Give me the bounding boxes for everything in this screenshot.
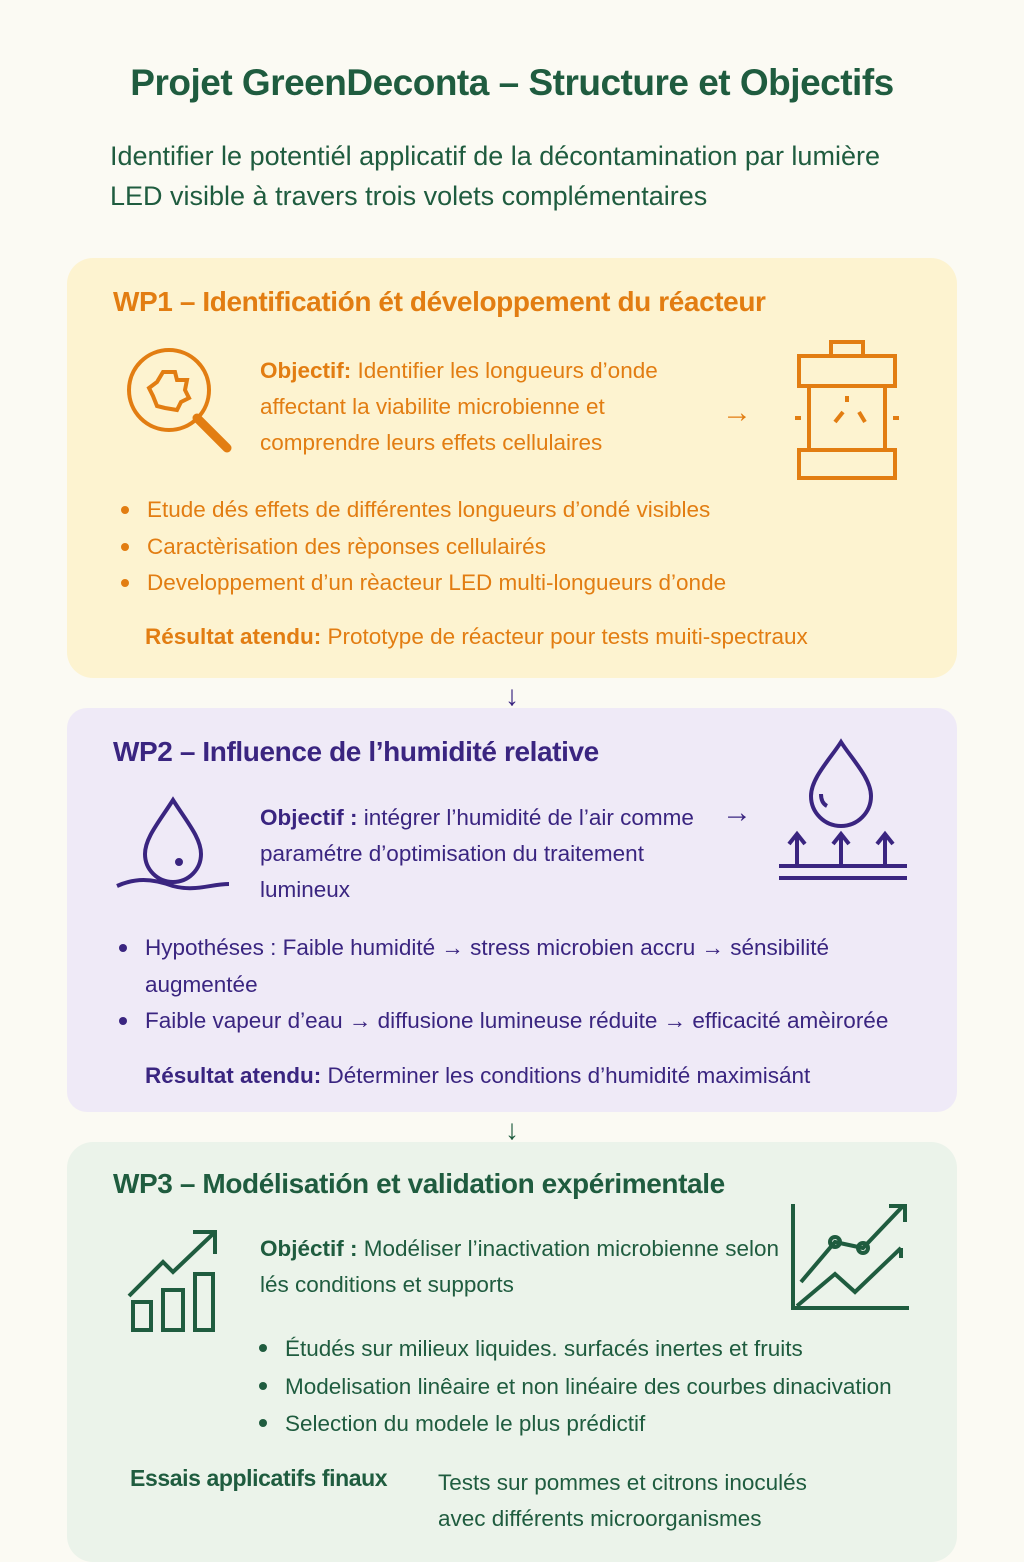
- wp2-card: WP2 – Influence de l’humidité relative O…: [67, 708, 957, 1112]
- wp1-objective: Objectif: Identifier les longueurs d’ond…: [260, 358, 658, 455]
- list-item: Selection du modele le plus prédictif: [255, 1405, 892, 1443]
- wp3-title: WP3 – Modélisatión et validation expérim…: [113, 1168, 725, 1199]
- page-subtitle: Identifier le potentiél applicatif de la…: [110, 141, 880, 211]
- wp1-expected-result: Résultat atendu: Prototype de réacteur p…: [145, 624, 808, 649]
- wp2-bullet-list: Hypothéses : Faible humidité → stress mi…: [115, 930, 935, 1040]
- wp1-bullet-list: Etude dés effets de différentes longueur…: [117, 492, 726, 602]
- list-item: Hypothéses : Faible humidité → stress mi…: [115, 930, 935, 1003]
- list-item: Developpement d’un rèacteur LED multi-lo…: [117, 565, 726, 602]
- list-item: Etude dés effets de différentes longueur…: [117, 492, 726, 529]
- evaporation-icon: [779, 738, 907, 880]
- bar-chart-growth-icon: [127, 1230, 217, 1332]
- page-title: Projet GreenDeconta – Structure et Objec…: [130, 62, 894, 103]
- water-drop-icon: [116, 796, 230, 891]
- down-arrow-wp2-wp3: ↓: [505, 1114, 519, 1145]
- list-item: Modelisation linêaire et non linéaire de…: [255, 1368, 892, 1406]
- wp2-objective: Objectif : intégrer l’humidité de l’air …: [260, 805, 694, 902]
- list-item: Caractèrisation des rèponses cellulairés: [117, 529, 726, 566]
- list-item: Faible vapeur d’eau → diffusione lumineu…: [115, 1003, 935, 1040]
- wp3-card: WP3 – Modélisatión et validation expérim…: [67, 1142, 957, 1562]
- magnifier-microbe-icon: [127, 348, 232, 453]
- led-reactor-icon: [795, 340, 899, 480]
- wp3-bullet-list: Étudés sur milieux liquides. surfacés in…: [255, 1330, 892, 1443]
- wp1-title: WP1 – Identificatión ét développement du…: [113, 286, 766, 317]
- wp2-expected-result: Résultat atendu: Déterminer les conditio…: [145, 1063, 811, 1088]
- wp3-objective: Objéctif : Modéliser l’inactivation micr…: [260, 1236, 779, 1297]
- wp1-right-arrow: →: [722, 396, 752, 429]
- list-item: Étudés sur milieux liquides. surfacés in…: [255, 1330, 892, 1368]
- wp3-final-trials-text: Tests sur pommes et citrons inoculés ave…: [438, 1470, 807, 1531]
- wp1-card: WP1 – Identificatión ét développement du…: [67, 258, 957, 678]
- line-chart-icon: [791, 1204, 909, 1310]
- wp3-final-trials-label: Essais applicatifs finaux: [130, 1465, 388, 1491]
- wp2-title: WP2 – Influence de l’humidité relative: [113, 736, 599, 767]
- down-arrow-wp1-wp2: ↓: [505, 680, 519, 711]
- wp2-right-arrow: →: [722, 796, 752, 829]
